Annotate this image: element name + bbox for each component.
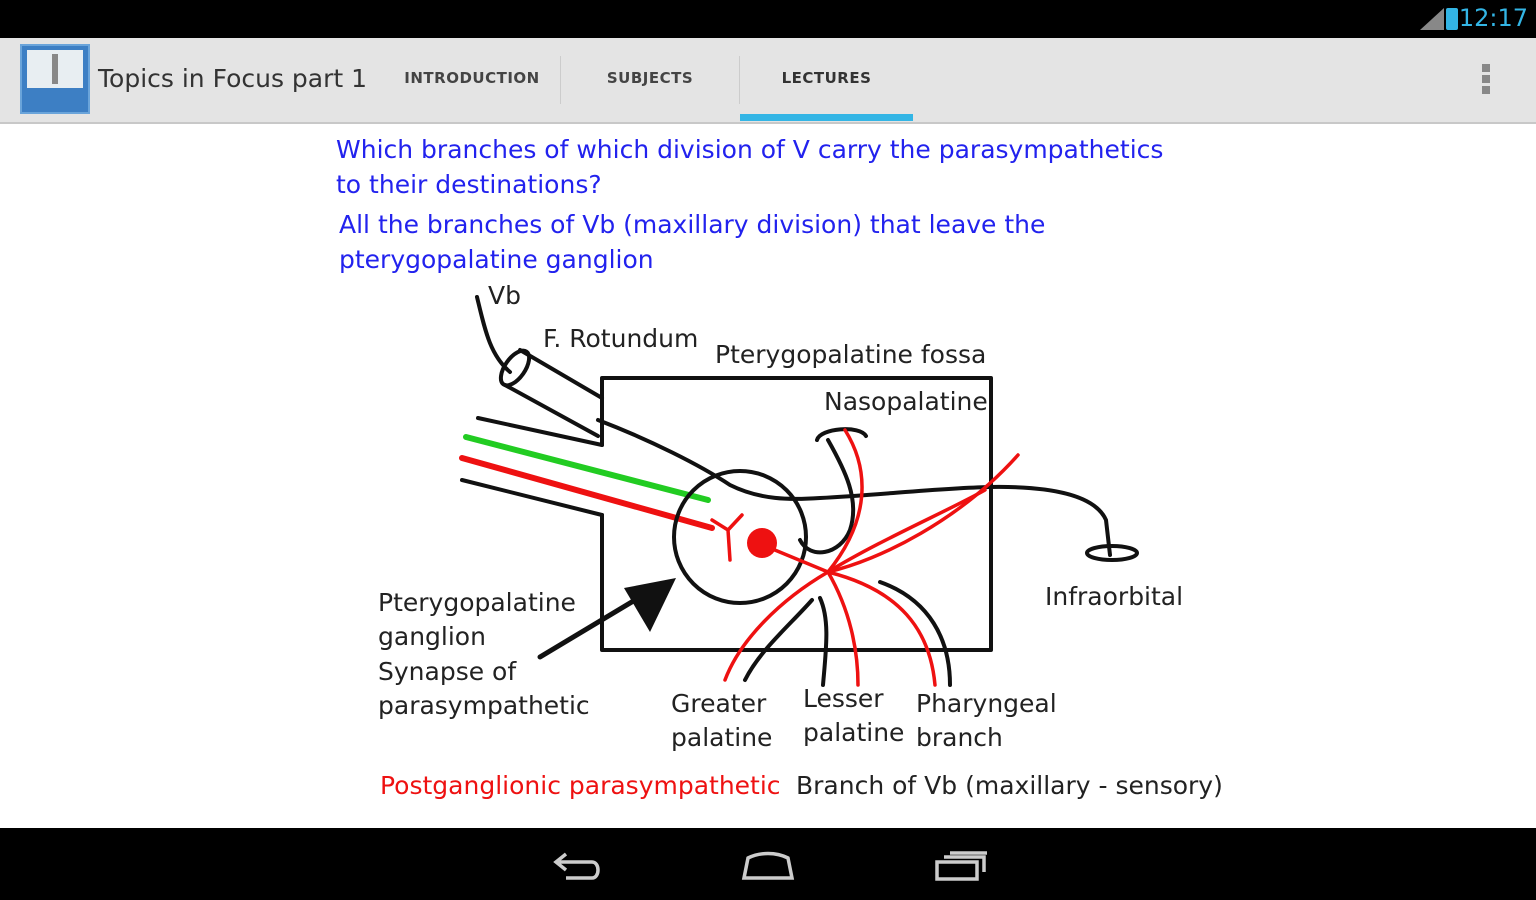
label-vb: Vb <box>488 281 521 310</box>
tab-divider <box>560 56 561 104</box>
label-greater-palatine: Greater <box>671 689 767 718</box>
vb-nerve <box>475 295 1139 687</box>
preganglionic-fiber <box>463 434 711 503</box>
overflow-menu-icon[interactable] <box>1482 64 1492 97</box>
synapse-dot <box>747 528 777 558</box>
recent-apps-icon[interactable] <box>934 850 990 882</box>
tab-indicator <box>740 114 913 121</box>
tab-introduction[interactable]: INTRODUCTION <box>404 69 540 87</box>
arrow-head <box>624 578 676 632</box>
label-pharyngeal: Pharyngeal <box>916 689 1057 718</box>
label-infraorbital: Infraorbital <box>1045 582 1184 611</box>
label-ganglion: Synapse of <box>378 657 517 686</box>
preganglionic-red-fiber <box>459 455 715 531</box>
legend-postganglionic: Postganglionic parasympathetic <box>380 771 781 800</box>
tab-divider <box>739 56 740 104</box>
action-bar: Topics in Focus part 1 INTRODUCTION SUBJ… <box>0 38 1536 124</box>
answer-text: All the branches of Vb (maxillary divisi… <box>339 210 1046 274</box>
tab-subjects[interactable]: SUBJECTS <box>606 69 694 87</box>
label-rotundum: F. Rotundum <box>543 324 699 353</box>
battery-icon <box>1446 8 1458 30</box>
ganglion-circle <box>672 469 808 605</box>
label-fossa: Pterygopalatine fossa <box>715 340 987 369</box>
clock: 12:17 <box>1458 4 1528 32</box>
legend-branch: Branch of Vb (maxillary - sensory) <box>796 771 1223 800</box>
label-ganglion: ganglion <box>378 622 486 651</box>
question-text: Which branches of which division of V ca… <box>336 135 1164 199</box>
label-lesser-palatine: Lesser <box>803 684 884 713</box>
label-ganglion: Pterygopalatine <box>378 588 576 617</box>
home-icon[interactable] <box>740 850 796 882</box>
label-greater-palatine: palatine <box>671 723 773 752</box>
label-ganglion: parasympathetic <box>378 691 590 720</box>
back-icon[interactable] <box>552 850 604 882</box>
tab-lectures[interactable]: LECTURES <box>781 69 872 87</box>
label-lesser-palatine: palatine <box>803 718 905 747</box>
app-logo[interactable] <box>20 44 90 114</box>
label-nasopalatine: Nasopalatine <box>824 387 988 416</box>
signal-icon <box>1420 8 1444 30</box>
status-bar: 12:17 <box>0 0 1536 38</box>
label-pharyngeal: branch <box>916 723 1003 752</box>
navigation-bar <box>0 828 1536 900</box>
postganglionic-branches <box>710 428 1020 687</box>
fossa-box <box>460 376 993 652</box>
app-title: Topics in Focus part 1 <box>98 64 368 93</box>
arrow <box>537 594 643 660</box>
